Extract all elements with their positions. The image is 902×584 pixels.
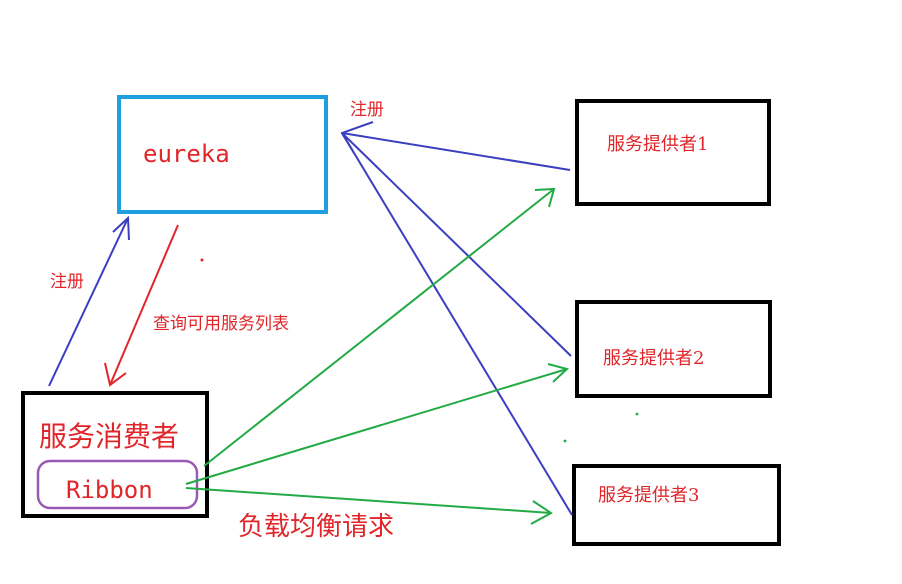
provider3-box bbox=[572, 464, 781, 546]
arrow-ribbon-to-provider1 bbox=[203, 188, 555, 467]
arrow-ribbon-to-provider2 bbox=[185, 368, 568, 485]
provider1-box bbox=[575, 99, 771, 206]
provider1-label: 服务提供者1 bbox=[607, 134, 708, 155]
ribbon-label: Ribbon bbox=[66, 476, 153, 504]
query-arrow bbox=[104, 224, 179, 387]
stray-dot-green-2 bbox=[563, 439, 567, 443]
eureka-label: eureka bbox=[143, 140, 230, 168]
stray-dot-red bbox=[200, 258, 204, 262]
arrowhead-eureka bbox=[340, 121, 374, 154]
provider2-label: 服务提供者2 bbox=[603, 348, 704, 369]
arrow-provider1-to-eureka bbox=[341, 132, 571, 171]
arrowhead-provider2 bbox=[547, 363, 570, 383]
register-providers-label: 注册 bbox=[350, 100, 384, 120]
stray-dot-green-1 bbox=[635, 412, 639, 416]
arrowhead-consumer-register bbox=[112, 215, 130, 241]
arrow-ribbon-to-provider3 bbox=[185, 487, 552, 514]
provider2-box bbox=[575, 300, 772, 398]
eureka-box bbox=[117, 95, 328, 214]
consumer-label: 服务消费者 bbox=[39, 420, 179, 453]
ribbon-box bbox=[36, 459, 199, 510]
arrowhead-provider1 bbox=[534, 187, 556, 208]
request-arrows bbox=[185, 187, 570, 525]
load-balance-label: 负载均衡请求 bbox=[238, 512, 394, 542]
query-list-label: 查询可用服务列表 bbox=[153, 314, 289, 334]
provider3-label: 服务提供者3 bbox=[598, 485, 699, 506]
arrow-consumer-to-eureka bbox=[48, 217, 129, 387]
register-consumer-label: 注册 bbox=[50, 272, 84, 292]
consumer-box bbox=[21, 391, 209, 518]
arrowhead-provider3 bbox=[530, 500, 553, 525]
register-arrows bbox=[48, 121, 573, 516]
arrow-provider3-to-eureka bbox=[341, 132, 573, 516]
arrow-provider2-to-eureka bbox=[341, 132, 572, 357]
